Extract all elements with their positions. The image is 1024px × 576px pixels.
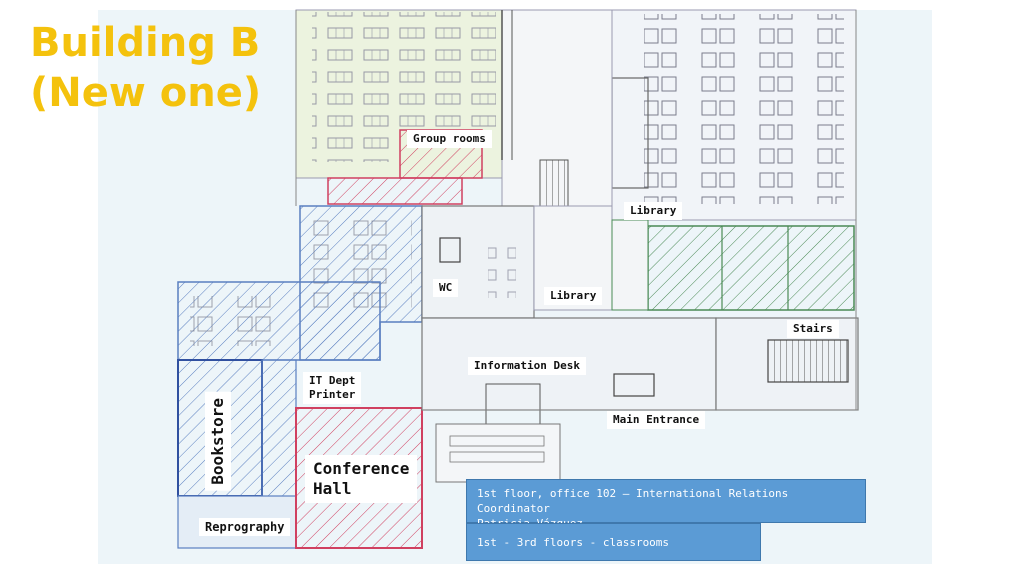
info-box-coordinator: 1st floor, office 102 – International Re…: [466, 479, 866, 530]
building-title: Building B (New one): [30, 18, 261, 118]
label-group-rooms: Group rooms: [407, 130, 492, 148]
seating-area-left: [312, 12, 392, 162]
label-conference-line-2: Hall: [313, 479, 352, 498]
wc-core: [421, 205, 535, 319]
title-line-2: (New one): [30, 70, 262, 116]
label-bookstore: Bookstore: [205, 392, 231, 491]
desk-area-right: [644, 14, 844, 204]
lower-room: [435, 423, 561, 483]
title-line-1: Building B: [30, 20, 261, 66]
label-conference-hall: Conference Hall: [305, 455, 418, 503]
label-information-desk: Information Desk: [468, 357, 586, 375]
label-stairs: Stairs: [787, 320, 839, 338]
label-library-top: Library: [624, 202, 683, 220]
label-library-mid: Library: [544, 287, 603, 305]
seating-area-center: [392, 12, 496, 132]
info-box-floors: 1st - 3rd floors - classrooms: [466, 523, 761, 561]
label-it-dept-line-2: Printer: [309, 388, 356, 401]
info-coordinator-line-1: 1st floor, office 102 – International Re…: [477, 487, 789, 515]
label-wc: WC: [433, 279, 459, 297]
green-offices: [647, 225, 855, 311]
label-it-dept-line-1: IT Dept: [309, 374, 356, 387]
it-dept-area: [261, 359, 297, 501]
stairs-block: [767, 339, 849, 383]
label-it-dept: IT Dept Printer: [303, 372, 362, 404]
label-conference-line-1: Conference: [313, 459, 410, 478]
elevator: [613, 373, 655, 397]
group-rooms-lower: [327, 177, 463, 205]
label-main-entrance: Main Entrance: [607, 411, 706, 429]
label-reprography: Reprography: [199, 518, 291, 536]
